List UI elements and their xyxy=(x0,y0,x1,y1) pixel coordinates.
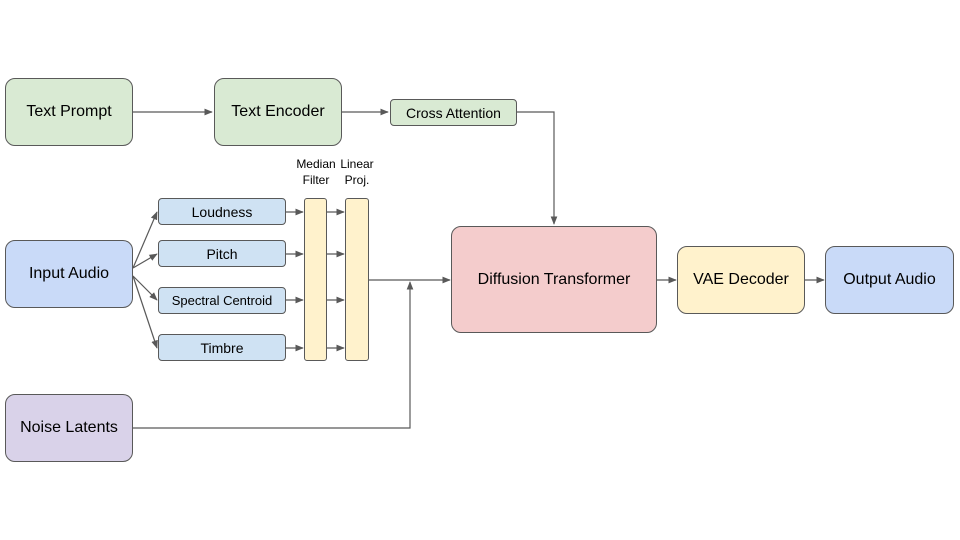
arrow-audio-to-timbre xyxy=(132,275,158,349)
loudness-node: Loudness xyxy=(158,198,286,225)
arrow-audio-to-loudness xyxy=(132,211,158,269)
spectral-centroid-node: Spectral Centroid xyxy=(158,287,286,314)
pitch-node: Pitch xyxy=(158,240,286,267)
text-prompt-node: Text Prompt xyxy=(5,78,133,146)
arrow-cross-attention-to-transformer xyxy=(517,111,558,225)
linear-proj-label: Linear Proj. xyxy=(340,157,374,187)
arrow-audio-to-pitch xyxy=(132,253,158,269)
vae-decoder-node: VAE Decoder xyxy=(677,246,805,314)
text-encoder-node: Text Encoder xyxy=(214,78,342,146)
median-filter-label: Median Filter xyxy=(296,157,336,187)
output-audio-node: Output Audio xyxy=(825,246,954,314)
median-filter-bar xyxy=(304,198,327,361)
arrow-audio-to-spectral-centroid xyxy=(132,275,158,301)
input-audio-node: Input Audio xyxy=(5,240,133,308)
cross-attention-node: Cross Attention xyxy=(390,99,517,126)
diffusion-transformer-node: Diffusion Transformer xyxy=(451,226,657,333)
arrow-noise-to-merge xyxy=(133,281,414,429)
noise-latents-node: Noise Latents xyxy=(5,394,133,462)
timbre-node: Timbre xyxy=(158,334,286,361)
linear-proj-bar xyxy=(345,198,369,361)
